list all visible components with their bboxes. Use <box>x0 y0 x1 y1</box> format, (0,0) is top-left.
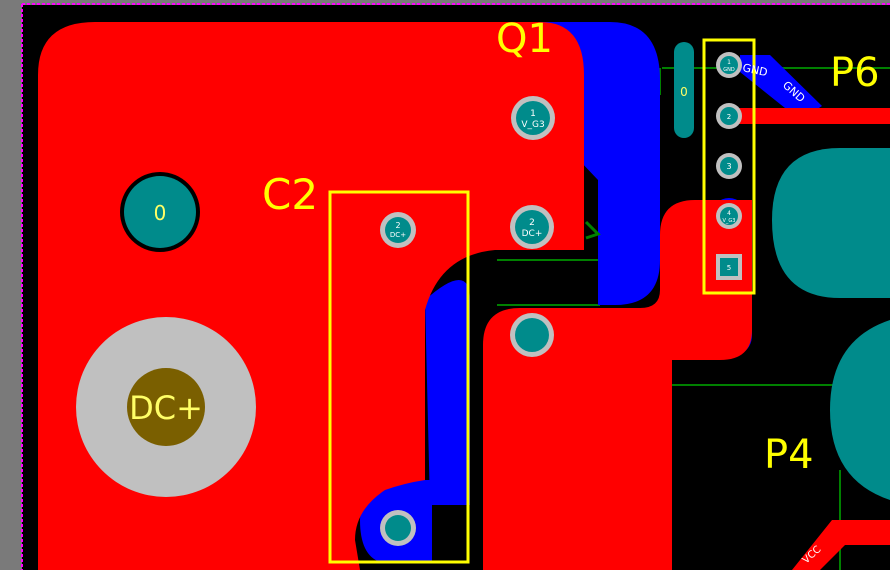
p6-pin1-num: 1 <box>727 59 731 66</box>
q1-pin2-net: DC+ <box>522 229 543 239</box>
p6-designator: P6 <box>830 50 880 96</box>
q1-pin-3[interactable] <box>510 313 554 357</box>
q1-pin1-num: 1 <box>530 109 536 119</box>
p6-pin4-net: V_G3 <box>723 218 736 224</box>
p6-pin-4[interactable]: 4 V_G3 <box>716 203 742 229</box>
slot-hole-label: 0 <box>680 85 688 99</box>
q1-designator: Q1 <box>496 16 553 62</box>
q1-pin1-net: V_G3 <box>521 120 544 130</box>
dc-plus-pad[interactable]: DC+ <box>76 317 256 497</box>
q1-pin2-num: 2 <box>529 218 535 228</box>
p6-pin4-num: 4 <box>727 210 731 217</box>
c2-pin-2[interactable]: 2 DC+ <box>380 212 416 248</box>
left-margin <box>0 0 20 570</box>
mount-hole-label: 0 <box>154 201 167 225</box>
slot-hole[interactable]: 0 <box>674 42 694 138</box>
p6-outline <box>702 38 756 295</box>
c2-pin2-num: 2 <box>395 221 400 230</box>
p6-pin3-num: 3 <box>726 162 731 171</box>
p4-designator: P4 <box>764 432 814 478</box>
p6-pin-2[interactable]: 2 <box>716 103 742 129</box>
c2-outline <box>328 190 470 564</box>
c2-pin-1[interactable] <box>380 510 416 546</box>
mount-hole[interactable]: 0 <box>120 172 200 252</box>
p6-pin5-num: 5 <box>727 264 731 272</box>
c2-designator: C2 <box>262 170 318 219</box>
q1-silk-mark <box>584 220 601 240</box>
dc-plus-label: DC+ <box>129 389 203 427</box>
q1-pin-1[interactable]: 1 V_G3 <box>511 96 555 140</box>
p6-pin-1[interactable]: 1 GND <box>716 52 742 78</box>
gnd-trace-label-a: GND <box>741 61 768 79</box>
c2-pin2-net: DC+ <box>390 231 406 239</box>
p6-pin-3[interactable]: 3 <box>716 153 742 179</box>
p6-pin2-num: 2 <box>727 113 731 121</box>
p6-pin1-net: GND <box>723 67 735 73</box>
p6-pin-5[interactable]: 5 <box>716 254 742 280</box>
large-pads-right <box>772 148 890 500</box>
q1-pin-2[interactable]: 2 DC+ <box>510 205 554 249</box>
